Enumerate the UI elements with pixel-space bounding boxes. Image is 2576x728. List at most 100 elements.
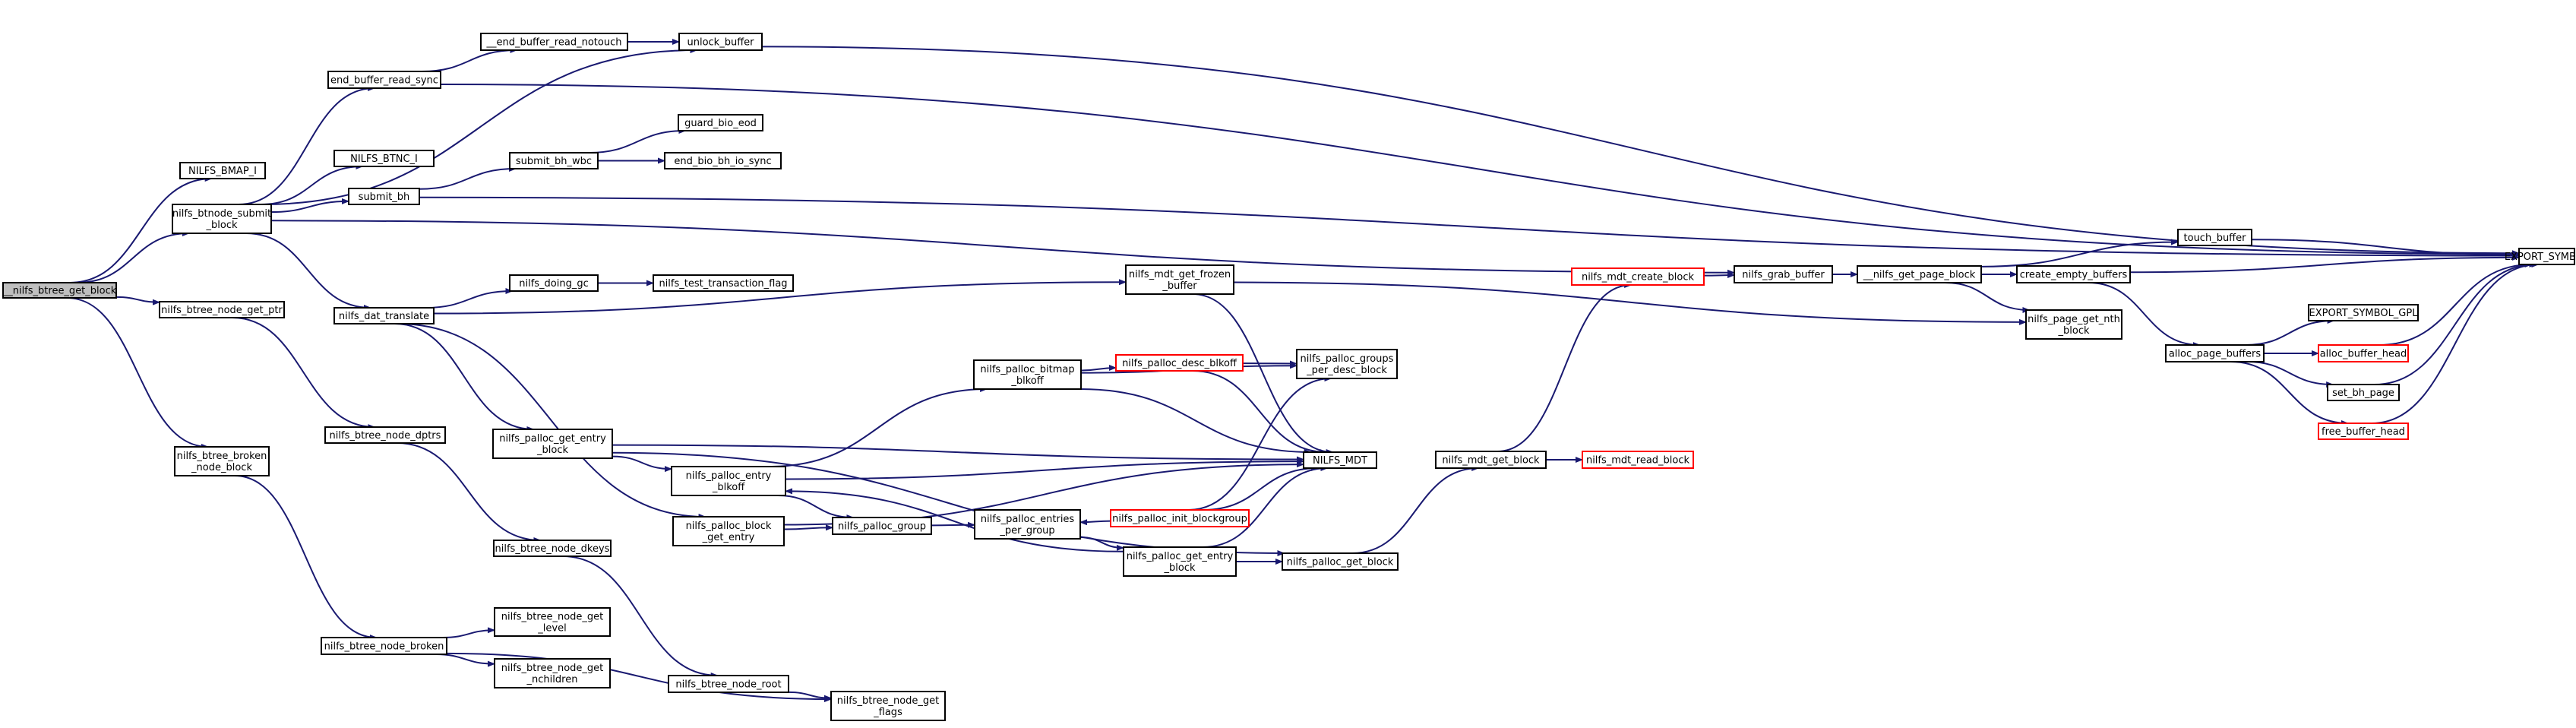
edge-nilfs_palloc_bitmap_blkoff-to-nilfs_mdt [1079, 388, 1312, 455]
node-alloc-page-buffers[interactable]: alloc_page_buffers [2165, 344, 2265, 362]
edge-end_buffer_read_sync-to-export_symbol [440, 84, 2520, 258]
edge-root-to-nilfs_bmap_i [70, 176, 213, 283]
node-nilfs-palloc-get-entry-block[interactable]: nilfs_palloc_get_entry_block [492, 429, 613, 459]
edge-nilfs_get_page_block-to-nilfs_page_get_nth_block [1945, 282, 2031, 313]
node-box [159, 301, 285, 318]
node-box [172, 204, 272, 234]
node-label: submit_bh_wbc [516, 156, 592, 167]
node-box [327, 71, 441, 89]
node-end-buffer-read-sync[interactable]: end_buffer_read_sync [327, 71, 441, 89]
node-nilfs-palloc-groups-per-desc-block[interactable]: nilfs_palloc_groups_per_desc_block [1296, 349, 1398, 379]
node-label: create_empty_buffers [2020, 270, 2128, 281]
node-box [1435, 451, 1547, 469]
edge-nilfs_palloc_entries_per_group-to-nilfs_palloc_get_entry_block2 [1079, 536, 1124, 551]
node-label: nilfs_palloc_get_entry [1127, 551, 1234, 562]
node-nilfs-palloc-init-blockgroup[interactable]: nilfs_palloc_init_blockgroup [1110, 509, 1250, 527]
edge-nilfs_btree_broken_node_block-to-nilfs_btree_node_broken [234, 475, 378, 641]
node-set-bh-page[interactable]: set_bh_page [2327, 384, 2400, 401]
edge-nilfs_mdt_get_frozen_buffer-to-nilfs_mdt [1192, 293, 1334, 455]
edge-nilfs_btree_node_broken-to-nilfs_btree_node_get_level [442, 627, 495, 638]
edge-alloc_page_buffers-to-set_bh_page [2246, 361, 2334, 388]
node-nilfs-mdt[interactable]: NILFS_MDT [1303, 451, 1377, 469]
node-nilfs-btnc-i[interactable]: NILFS_BTNC_I [333, 150, 435, 167]
node-label: nilfs_grab_buffer [1742, 270, 1825, 281]
node-label: _block [2058, 325, 2090, 337]
node-label: nilfs_palloc_group [838, 521, 926, 533]
node-nilfs-bmap-i[interactable]: NILFS_BMAP_I [179, 162, 266, 179]
node-label: _per_desc_block [1306, 365, 1387, 376]
node-label: nilfs_page_get_nth [2028, 314, 2120, 325]
node-nilfs-mdt-create-block[interactable]: nilfs_mdt_create_block [1571, 267, 1705, 286]
node-label: nilfs_btree_node_get [837, 695, 940, 707]
node-nilfs-test-transaction-flag[interactable]: nilfs_test_transaction_flag [653, 274, 794, 292]
node-free-buffer-head[interactable]: free_buffer_head [2318, 423, 2409, 440]
node-nilfs-doing-gc[interactable]: nilfs_doing_gc [509, 274, 599, 292]
node-label: nilfs_dat_translate [339, 311, 429, 322]
node-nilfs-btnode-submit-block[interactable]: nilfs_btnode_submit_block [172, 204, 272, 234]
node-label: nilfs_palloc_desc_blkoff [1122, 358, 1237, 369]
node-nilfs-page-get-nth-block[interactable]: nilfs_page_get_nth_block [2025, 309, 2122, 340]
node-box [1734, 265, 1833, 283]
node-label: nilfs_mdt_create_block [1582, 272, 1695, 283]
node-touch-buffer[interactable]: touch_buffer [2177, 229, 2252, 246]
node-nilfs-palloc-entry-blkoff[interactable]: nilfs_palloc_entry_blkoff [671, 466, 786, 496]
node-nilfs-btree-node-get-nchildren[interactable]: nilfs_btree_node_get_nchildren [494, 658, 611, 688]
edge-unlock_buffer-to-export_symbol [761, 46, 2520, 257]
edge-root-to-nilfs_btree_node_get_ptr [115, 296, 160, 305]
edge-nilfs_palloc_init_blockgroup-to-nilfs_mdt [1203, 465, 1320, 511]
node-nilfs-btree-node-dkeys[interactable]: nilfs_btree_node_dkeys [493, 540, 612, 557]
node-nilfs-grab-buffer[interactable]: nilfs_grab_buffer [1734, 265, 1833, 283]
node-nilfs-palloc-entries-per-group[interactable]: nilfs_palloc_entries_per_group [974, 509, 1081, 540]
node-submit-bh-wbc[interactable]: submit_bh_wbc [509, 152, 599, 169]
node-export-symbol-gpl[interactable]: EXPORT_SYMBOL_GPL [2308, 304, 2419, 321]
node-nilfs-palloc-get-entry-block2[interactable]: nilfs_palloc_get_entry_block [1123, 546, 1237, 577]
node-nilfs-dat-translate[interactable]: nilfs_dat_translate [333, 307, 435, 324]
edge-nilfs_btree_node_broken-to-nilfs_btree_node_get_flags [446, 652, 832, 703]
edge-nilfs_dat_translate-to-nilfs_mdt_get_frozen_buffer [433, 279, 1127, 315]
node-nilfs-palloc-get-block[interactable]: nilfs_palloc_get_block [1282, 552, 1399, 571]
node-nilfs-palloc-block-get-entry[interactable]: nilfs_palloc_block_get_entry [672, 516, 785, 546]
node-nilfs-btree-node-get-level[interactable]: nilfs_btree_node_get_level [494, 607, 611, 637]
node-root[interactable]: __nilfs_btree_get_block [2, 282, 117, 299]
node-create-empty-buffers[interactable]: create_empty_buffers [2016, 265, 2131, 283]
node-box [2177, 229, 2252, 246]
node-label: EXPORT_SYMBOL [2505, 252, 2576, 263]
node-label: __nilfs_get_page_block [1863, 270, 1976, 281]
node-unlock-buffer[interactable]: unlock_buffer [678, 33, 763, 51]
node-box [664, 152, 782, 169]
node-export-symbol[interactable]: EXPORT_SYMBOL [2505, 248, 2576, 265]
edge-nilfs_btnode_submit_block-to-nilfs_dat_translate [245, 233, 371, 311]
node-box [492, 429, 613, 459]
edge-nilfs_palloc_block_get_entry-to-nilfs_palloc_group [783, 524, 833, 531]
node-nilfs-btree-node-root[interactable]: nilfs_btree_node_root [668, 675, 789, 693]
node-nilfs-get-page-block[interactable]: __nilfs_get_page_block [1857, 265, 1982, 283]
node-end-buffer-read-notouch[interactable]: __end_buffer_read_notouch [480, 33, 628, 51]
node-nilfs-btree-node-dptrs[interactable]: nilfs_btree_node_dptrs [324, 426, 446, 444]
node-label: _blkoff [1010, 375, 1044, 387]
node-nilfs-palloc-desc-blkoff[interactable]: nilfs_palloc_desc_blkoff [1115, 354, 1244, 372]
node-label: __nilfs_btree_get_block [2, 286, 117, 297]
edge-end_buffer_read_sync-to-end_buffer_read_notouch [422, 47, 518, 72]
node-nilfs-btree-node-get-flags[interactable]: nilfs_btree_node_get_flags [830, 691, 946, 721]
node-nilfs-palloc-group[interactable]: nilfs_palloc_group [832, 517, 932, 535]
node-alloc-buffer-head[interactable]: alloc_buffer_head [2318, 344, 2409, 362]
node-label: nilfs_btnode_submit [172, 208, 271, 220]
node-guard-bio-eod[interactable]: guard_bio_eod [678, 114, 763, 131]
node-label: _get_entry [702, 532, 755, 543]
edge-free_buffer_head-to-export_symbol [2372, 261, 2540, 424]
node-box [2327, 384, 2400, 401]
node-box [678, 33, 763, 51]
node-box [1571, 267, 1705, 286]
node-nilfs-btree-node-get-ptr[interactable]: nilfs_btree_node_get_ptr [159, 301, 285, 318]
node-box [1296, 349, 1398, 379]
node-end-bio-bh-io-sync[interactable]: end_bio_bh_io_sync [664, 152, 782, 169]
node-nilfs-btree-broken-node-block[interactable]: nilfs_btree_broken_node_block [174, 446, 270, 476]
node-nilfs-mdt-get-block[interactable]: nilfs_mdt_get_block [1435, 451, 1547, 469]
node-box [493, 540, 612, 557]
node-nilfs-mdt-get-frozen-buffer[interactable]: nilfs_mdt_get_frozen_buffer [1125, 264, 1234, 295]
node-nilfs-mdt-read-block[interactable]: nilfs_mdt_read_block [1582, 451, 1694, 469]
node-nilfs-palloc-bitmap-blkoff[interactable]: nilfs_palloc_bitmap_blkoff [973, 359, 1082, 390]
node-submit-bh[interactable]: submit_bh [348, 188, 420, 205]
edge-nilfs_btree_node_dkeys-to-nilfs_btree_node_root [562, 555, 719, 679]
node-nilfs-btree-node-broken[interactable]: nilfs_btree_node_broken [321, 637, 447, 655]
